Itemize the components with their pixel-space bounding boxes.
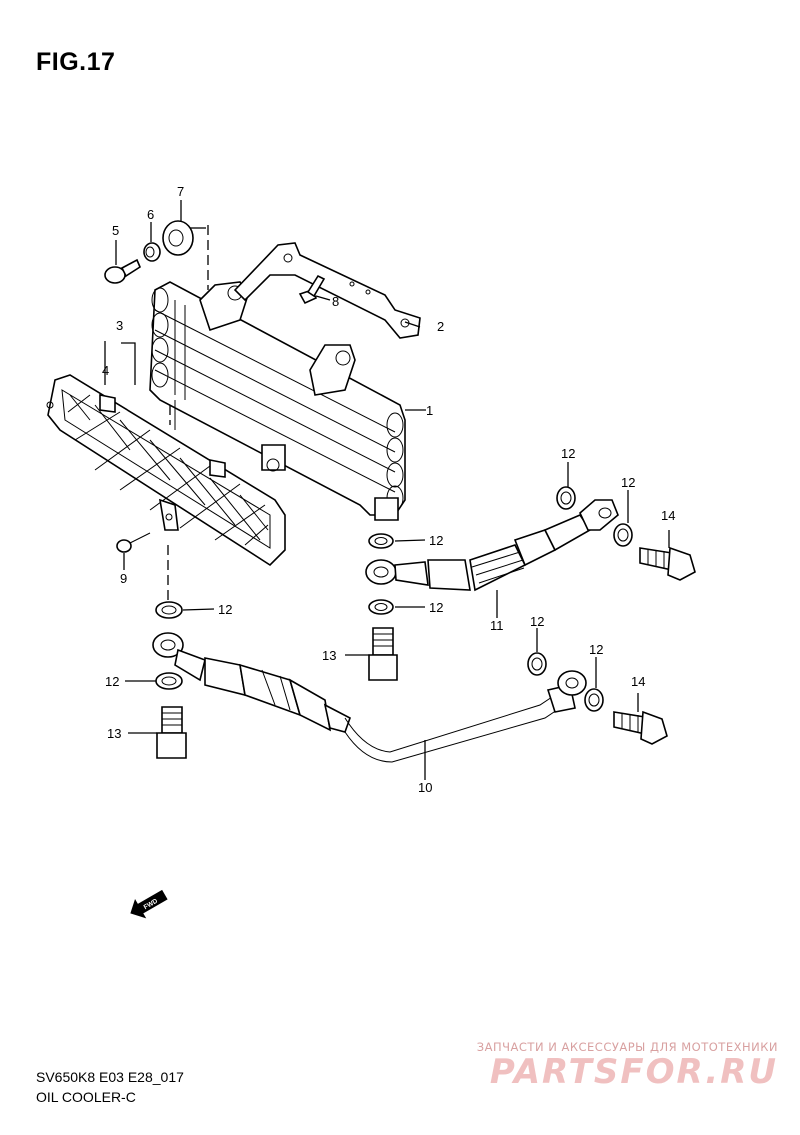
footer: SV650K8 E03 E28_017 OIL COOLER-C bbox=[36, 1067, 184, 1107]
callout-12-upper-bolt: 12 bbox=[621, 475, 635, 490]
callout-12-lower-top: 12 bbox=[218, 602, 232, 617]
callout-14-lower: 14 bbox=[631, 674, 645, 689]
cooler-bracket bbox=[233, 242, 421, 339]
callout-7: 7 bbox=[177, 184, 184, 199]
screw-9 bbox=[116, 532, 151, 553]
diagram-name: OIL COOLER-C bbox=[36, 1089, 136, 1105]
callout-12-lower-banjo: 12 bbox=[530, 614, 544, 629]
callout-12-core-top: 12 bbox=[429, 533, 443, 548]
callout-12-lower-bottom: 12 bbox=[105, 674, 119, 689]
callout-1: 1 bbox=[426, 403, 433, 418]
watermark-tagline: ЗАПЧАСТИ И АКСЕССУАРЫ ДЛЯ МОТОТЕХНИКИ bbox=[476, 1040, 778, 1054]
bolt-8 bbox=[298, 274, 326, 305]
callout-12-upper-banjo: 12 bbox=[561, 446, 575, 461]
callout-11: 11 bbox=[490, 618, 504, 633]
oil-cooler-core bbox=[149, 281, 406, 521]
union-bolts-13 bbox=[156, 627, 398, 759]
callout-5: 5 bbox=[112, 223, 119, 238]
callout-12-core-bottom: 12 bbox=[429, 600, 443, 615]
callout-12-lower-bolt: 12 bbox=[589, 642, 603, 657]
callout-2: 2 bbox=[437, 319, 444, 334]
callout-9: 9 bbox=[120, 571, 127, 586]
callout-14-upper: 14 bbox=[661, 508, 675, 523]
diagram-code: SV650K8 E03 E28_017 bbox=[36, 1069, 184, 1085]
watermark-logo: PARTSFOR.RU bbox=[489, 1052, 778, 1092]
callout-10: 10 bbox=[418, 780, 432, 795]
bolt-5 bbox=[104, 258, 142, 284]
watermark: ЗАПЧАСТИ И АКСЕССУАРЫ ДЛЯ МОТОТЕХНИКИ PA… bbox=[477, 1040, 778, 1092]
oil-hose-lower bbox=[152, 632, 587, 763]
collar-6 bbox=[143, 242, 161, 262]
callout-3: 3 bbox=[116, 318, 123, 333]
leader-lines bbox=[104, 200, 670, 780]
callout-8: 8 bbox=[332, 294, 339, 309]
fwd-arrow-icon: FWD bbox=[130, 889, 168, 919]
callout-4: 4 bbox=[102, 363, 109, 378]
oil-hose-upper bbox=[365, 499, 619, 592]
grommet-7 bbox=[162, 220, 194, 256]
cooler-screen bbox=[46, 374, 286, 567]
gaskets bbox=[155, 486, 633, 712]
figure-title: FIG.17 bbox=[36, 48, 116, 76]
callout-labels: 1 2 3 4 5 6 7 8 9 10 11 12 12 12 12 12 1… bbox=[102, 184, 675, 795]
callout-13-lower: 13 bbox=[107, 726, 121, 741]
banjo-bolts-14 bbox=[613, 546, 696, 745]
callout-13-upper: 13 bbox=[322, 648, 336, 663]
screen-mesh bbox=[67, 394, 269, 546]
callout-6: 6 bbox=[147, 207, 154, 222]
